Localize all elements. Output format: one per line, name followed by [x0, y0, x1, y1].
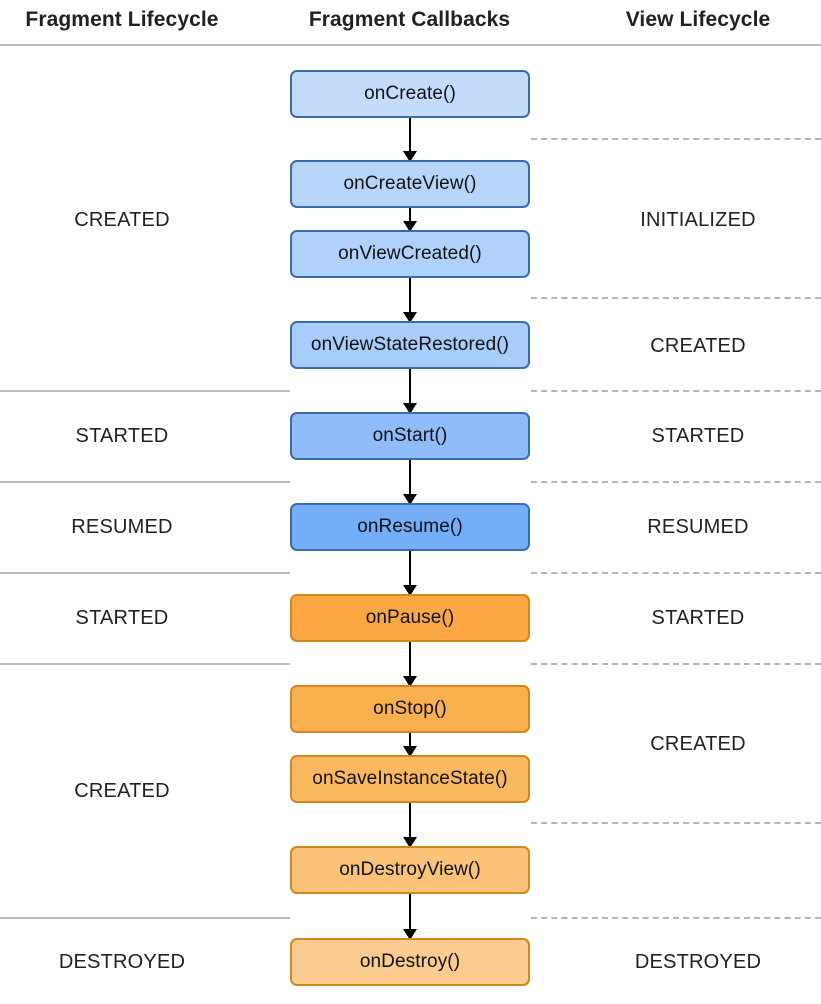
callback-node-label: onStop() — [373, 698, 447, 719]
column-header-row: Fragment Lifecycle Fragment Callbacks Vi… — [0, 0, 821, 46]
view-state-label: INITIALIZED — [640, 209, 756, 231]
column-header-fragment-callbacks: Fragment Callbacks — [308, 8, 511, 31]
view-state-label: STARTED — [651, 425, 745, 447]
callback-node-on-create[interactable]: onCreate() — [290, 70, 530, 118]
callback-node-on-create-view[interactable]: onCreateView() — [290, 160, 530, 208]
view-state-label: CREATED — [650, 733, 746, 755]
callback-node-on-stop[interactable]: onStop() — [290, 685, 530, 733]
flow-arrow-icon — [403, 278, 417, 323]
view-lifecycle-separator — [531, 917, 821, 919]
callback-node-on-start[interactable]: onStart() — [290, 412, 530, 460]
view-lifecycle-separator — [531, 572, 821, 574]
flow-arrow-icon — [403, 369, 417, 414]
fragment-state-label: CREATED — [74, 209, 170, 231]
flow-arrow-icon — [403, 803, 417, 848]
callback-node-on-save-instance-state[interactable]: onSaveInstanceState() — [290, 755, 530, 803]
view-state-label: CREATED — [650, 335, 746, 357]
fragment-state-label: RESUMED — [71, 516, 173, 538]
column-header-view-lifecycle: View Lifecycle — [625, 8, 771, 31]
flow-arrow-icon — [403, 551, 417, 596]
fragment-lifecycle-separator — [0, 481, 290, 483]
callback-node-on-destroy-view[interactable]: onDestroyView() — [290, 846, 530, 894]
callback-node-label: onViewStateRestored() — [310, 334, 510, 355]
flow-arrow-icon — [403, 118, 417, 162]
fragment-state-label: STARTED — [75, 425, 169, 447]
view-lifecycle-separator — [531, 663, 821, 665]
fragment-lifecycle-separator — [0, 390, 290, 392]
callback-node-on-view-state-restored[interactable]: onViewStateRestored() — [290, 321, 530, 369]
fragment-state-label: CREATED — [74, 780, 170, 802]
callback-node-label: onSaveInstanceState() — [312, 768, 508, 789]
flow-arrow-icon — [403, 733, 417, 757]
view-lifecycle-separator — [531, 822, 821, 824]
view-state-label: DESTROYED — [634, 951, 762, 973]
callback-node-label: onResume() — [357, 516, 463, 537]
view-lifecycle-separator — [531, 138, 821, 140]
fragment-lifecycle-separator — [0, 572, 290, 574]
callback-node-label: onCreate() — [364, 83, 456, 104]
flow-arrow-icon — [403, 208, 417, 232]
callback-node-on-destroy[interactable]: onDestroy() — [290, 938, 530, 986]
fragment-lifecycle-separator — [0, 663, 290, 665]
fragment-state-label: STARTED — [75, 607, 169, 629]
callback-node-label: onDestroyView() — [339, 859, 481, 880]
view-state-label: RESUMED — [647, 516, 749, 538]
column-header-fragment-lifecycle: Fragment Lifecycle — [25, 8, 219, 31]
view-lifecycle-separator — [531, 390, 821, 392]
view-lifecycle-separator — [531, 297, 821, 299]
fragment-lifecycle-separator — [0, 917, 290, 919]
callback-node-on-resume[interactable]: onResume() — [290, 503, 530, 551]
view-state-label: STARTED — [651, 607, 745, 629]
fragment-state-label: DESTROYED — [58, 951, 186, 973]
flow-arrow-icon — [403, 642, 417, 687]
callback-node-label: onDestroy() — [359, 951, 461, 972]
flow-arrow-icon — [403, 894, 417, 940]
callback-node-label: onStart() — [372, 425, 448, 446]
view-lifecycle-separator — [531, 481, 821, 483]
flow-arrow-icon — [403, 460, 417, 505]
callback-node-on-view-created[interactable]: onViewCreated() — [290, 230, 530, 278]
callback-node-label: onPause() — [365, 607, 455, 628]
callback-node-label: onViewCreated() — [338, 243, 482, 264]
callback-node-label: onCreateView() — [343, 173, 477, 194]
callback-node-on-pause[interactable]: onPause() — [290, 594, 530, 642]
